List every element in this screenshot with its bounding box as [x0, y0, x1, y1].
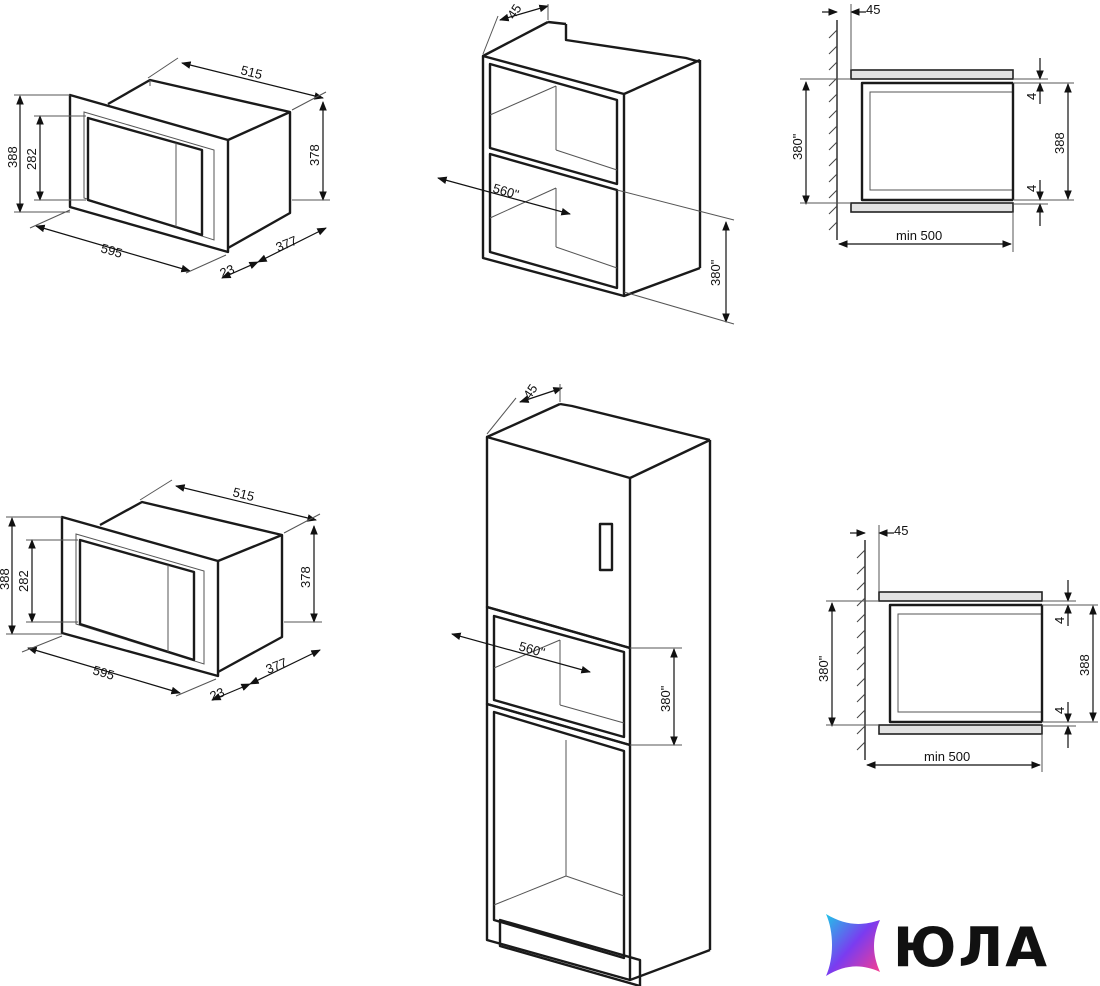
section-gap-top-label-2: 4	[1052, 617, 1067, 624]
cabinet-top-view: 45 560" 380"	[437, 1, 735, 325]
dim-height-body-label-2: 378	[298, 566, 313, 588]
wall-hatching-2	[856, 549, 866, 751]
cabinet-niche-height-label: 380"	[708, 259, 723, 286]
brand-wordmark: ЮЛА	[893, 916, 1050, 979]
dim-body-depth-label: 377	[274, 233, 300, 255]
section-niche-height-label: 380"	[790, 133, 805, 160]
cabinet-clearance-label: 45	[504, 1, 525, 21]
section-min-depth-label: min 500	[896, 228, 942, 243]
dim-height-inner-label-2: 282	[16, 570, 31, 592]
section-clearance-label-2: 45	[894, 523, 908, 538]
section-gap-bottom-label: 4	[1024, 185, 1039, 192]
dim-height-total-label: 388	[5, 146, 20, 168]
section-min-depth-label-2: min 500	[924, 749, 970, 764]
dim-width-label-2: 595	[91, 662, 116, 682]
dim-frame-depth-label-2: 23	[208, 684, 227, 703]
microwave-top-view: 515 388 282 378 595 377 23	[5, 57, 330, 281]
section-top-view: 45 380" 4 4 388 min 500	[790, 2, 1074, 252]
tall-niche-height-label: 380"	[658, 685, 673, 712]
section-niche-height-label-2: 380"	[816, 655, 831, 682]
dim-height-body-label: 378	[307, 144, 322, 166]
wall-hatching	[828, 29, 838, 231]
dim-depth-label-2: 515	[231, 484, 256, 504]
dim-body-depth-label-2: 377	[264, 655, 290, 677]
tall-niche-width-label: 560"	[517, 638, 547, 660]
tall-cabinet-view: 45 560" 380"	[451, 381, 712, 986]
dim-height-inner-label: 282	[24, 148, 39, 170]
microwave-bottom-view: 515 388 282 378 595 377 23	[0, 479, 322, 704]
dim-depth-label: 515	[239, 62, 264, 82]
cabinet-niche-width-label: 560"	[491, 180, 521, 202]
section-height-total-label-2: 388	[1077, 654, 1092, 676]
section-bottom-view: 45 380" 4 4 388 min 500	[816, 523, 1098, 772]
dim-width-label: 595	[99, 240, 124, 260]
dim-height-total-label-2: 388	[0, 568, 12, 590]
section-gap-bottom-label-2: 4	[1052, 707, 1067, 714]
brand-logo	[826, 914, 880, 976]
section-clearance-label: 45	[866, 2, 880, 17]
section-gap-top-label: 4	[1024, 93, 1039, 100]
tall-clearance-label: 45	[520, 381, 541, 401]
brand-logo-icon	[826, 914, 880, 976]
section-height-total-label: 388	[1052, 132, 1067, 154]
dim-frame-depth-label: 23	[218, 261, 237, 280]
